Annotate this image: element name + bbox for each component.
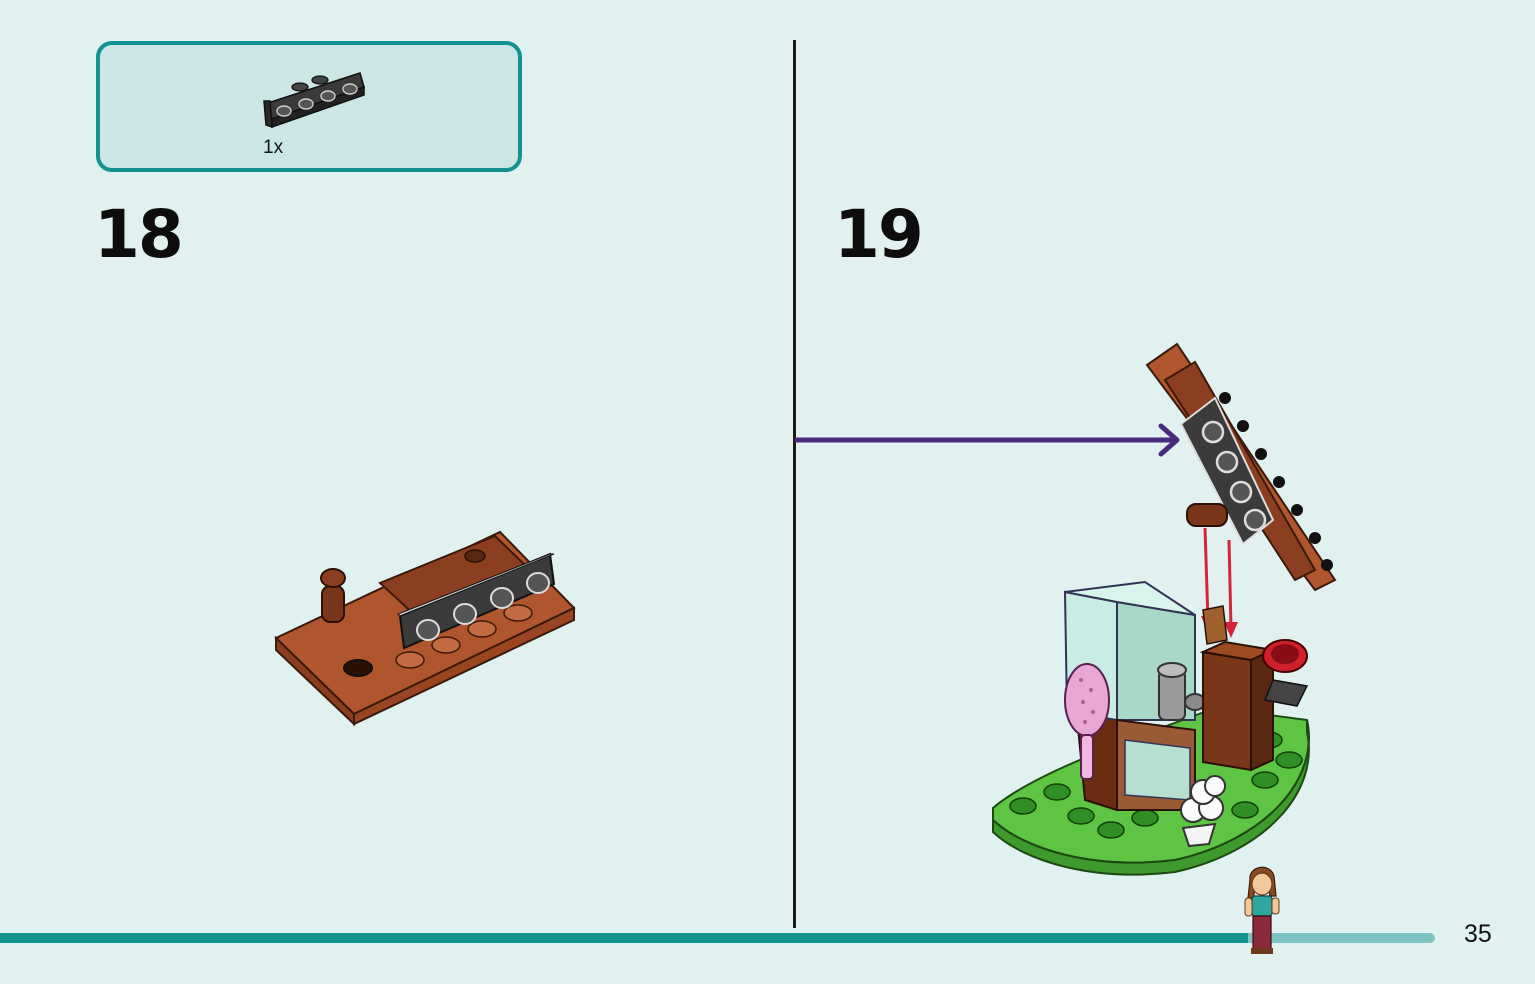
- part-quantity: 1x: [263, 137, 284, 158]
- parts-callout: 1x: [96, 41, 522, 172]
- step-19-model-illustration: [795, 342, 1337, 876]
- progress-fill: [0, 933, 1249, 943]
- minifigure-icon: [1244, 866, 1280, 954]
- page-number: 35: [1464, 920, 1492, 948]
- step-18-model-illustration: [274, 530, 576, 727]
- step-number-19: 19: [834, 196, 924, 273]
- step-number-18: 18: [94, 196, 184, 273]
- bracket-part-icon: [263, 72, 365, 129]
- step-divider: [793, 40, 796, 928]
